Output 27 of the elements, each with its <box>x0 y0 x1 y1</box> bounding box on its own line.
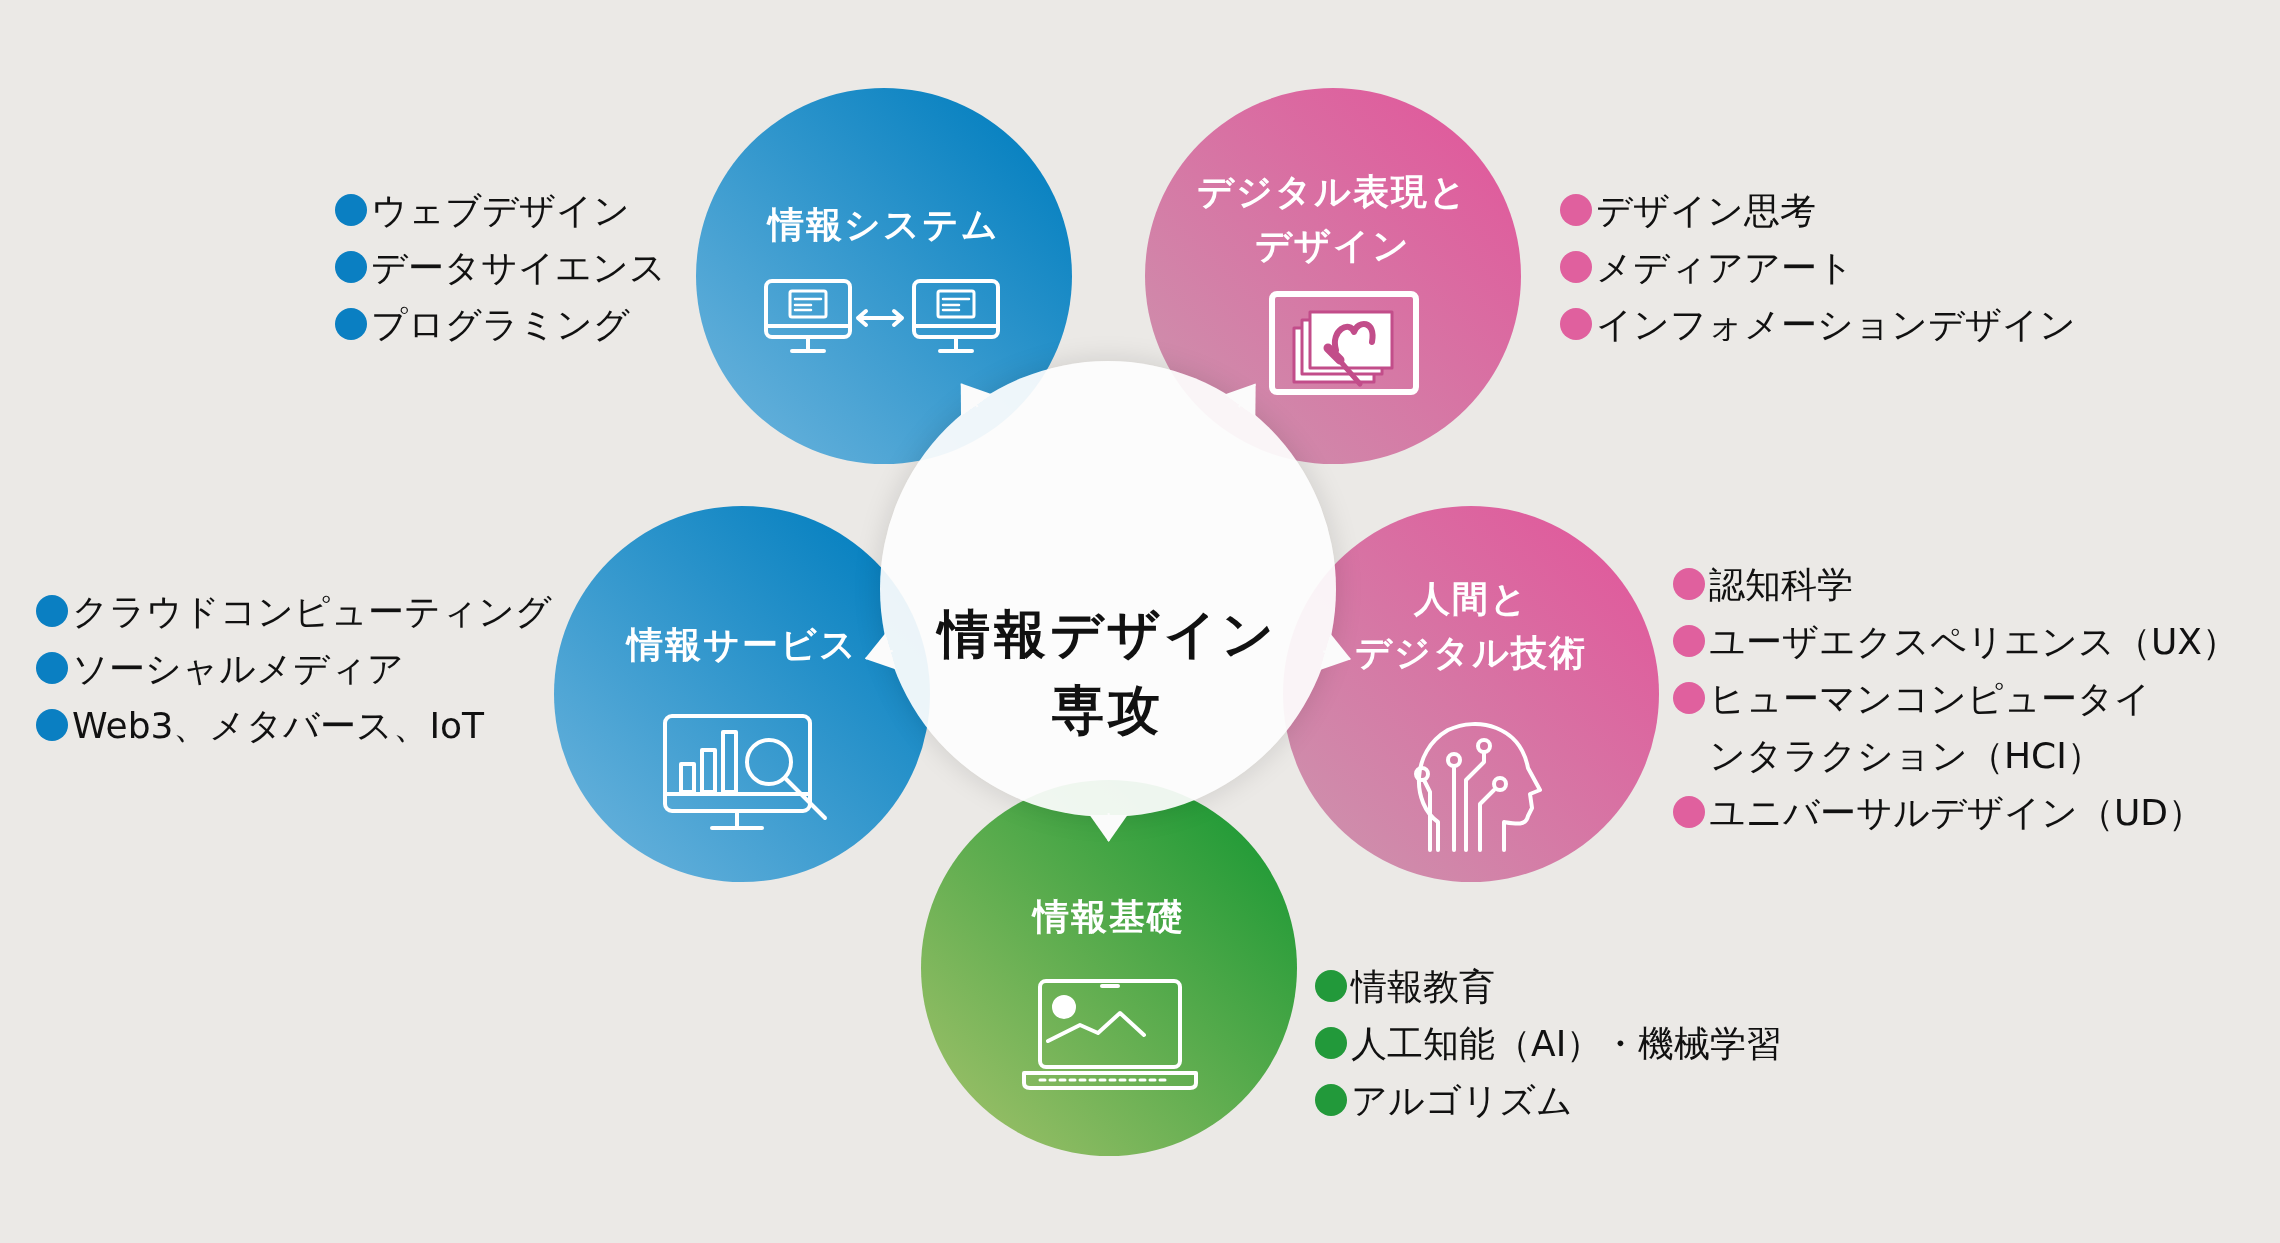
circle-title: 人間とデジタル技術 <box>1354 577 1588 675</box>
list-item-text: ヒューマンコンピュータインタラクション（HCI） <box>1709 677 2152 778</box>
center-title: 情報デザイン専攻 <box>926 596 1290 748</box>
list-item-text: 情報教育 <box>1351 965 1495 1009</box>
list-item-text: ユーザエクスペリエンス（UX） <box>1709 620 2238 664</box>
pointer-arrow <box>1224 383 1257 417</box>
circle-title: 情報サービス <box>624 623 859 667</box>
list-item-text: メディアアート <box>1596 246 1854 290</box>
list-item-text: デザイン思考 <box>1596 189 1816 233</box>
pointer-arrow <box>1319 633 1352 671</box>
list-item-text: Web3、メタバース、IoT <box>72 704 485 748</box>
list-item-text: プログラミング <box>371 303 630 347</box>
list-item-text: クラウドコンピューティング <box>72 590 552 634</box>
circle-title: 情報システム <box>765 203 1001 247</box>
list-item-text: 人工知能（AI）・機械学習 <box>1351 1022 1783 1066</box>
list-item-text: データサイエンス <box>371 246 666 290</box>
list-item-text: ソーシャルメディア <box>72 647 404 691</box>
list-item-text: ユニバーサルデザイン（UD） <box>1709 791 2205 835</box>
pointer-arrow <box>1089 812 1128 842</box>
list-item-text: インフォメーションデザイン <box>1596 303 2076 347</box>
circle-title: デジタル表現とデザイン <box>1196 170 1470 268</box>
circle-title: 情報基礎 <box>1030 895 1186 939</box>
list-item-text: アルゴリズム <box>1351 1079 1573 1123</box>
pointer-arrow <box>864 633 896 670</box>
pointer-arrow <box>960 383 992 417</box>
list-item-text: 認知科学 <box>1709 563 1853 607</box>
list-item-text: ウェブデザイン <box>371 189 630 233</box>
